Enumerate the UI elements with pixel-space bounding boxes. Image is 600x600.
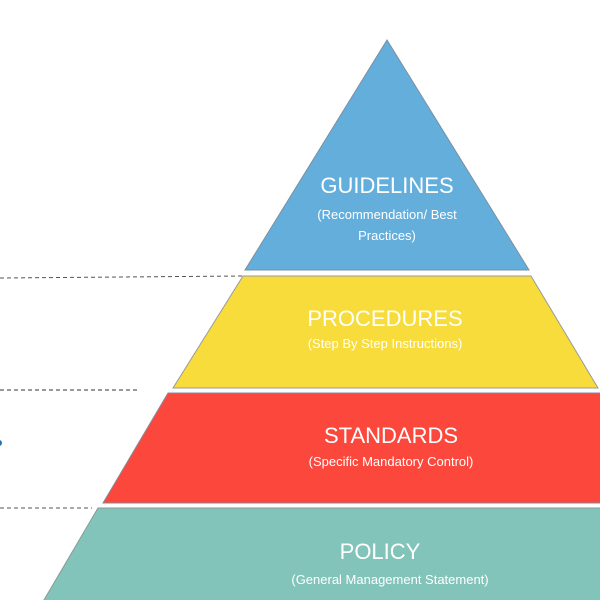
procedures-title: PROCEDURES bbox=[307, 306, 463, 331]
guidelines-subtitle-1: (Recommendation/ Best bbox=[317, 207, 457, 222]
standards-tier bbox=[102, 392, 600, 504]
partial-marker bbox=[0, 440, 2, 446]
dashed-divider bbox=[0, 275, 244, 279]
guidelines-subtitle-2: Practices) bbox=[358, 228, 416, 243]
procedures-tier bbox=[172, 275, 599, 389]
guidelines-title: GUIDELINES bbox=[320, 173, 454, 198]
policy-subtitle: (General Management Statement) bbox=[291, 572, 489, 587]
policy-title: POLICY bbox=[339, 539, 421, 564]
standards-title: STANDARDS bbox=[323, 423, 459, 448]
procedures-subtitle: (Step By Step Instructions) bbox=[307, 336, 463, 351]
policy-tier bbox=[43, 507, 600, 600]
standards-subtitle: (Specific Mandatory Control) bbox=[308, 454, 474, 469]
guidelines-tier bbox=[244, 39, 530, 271]
